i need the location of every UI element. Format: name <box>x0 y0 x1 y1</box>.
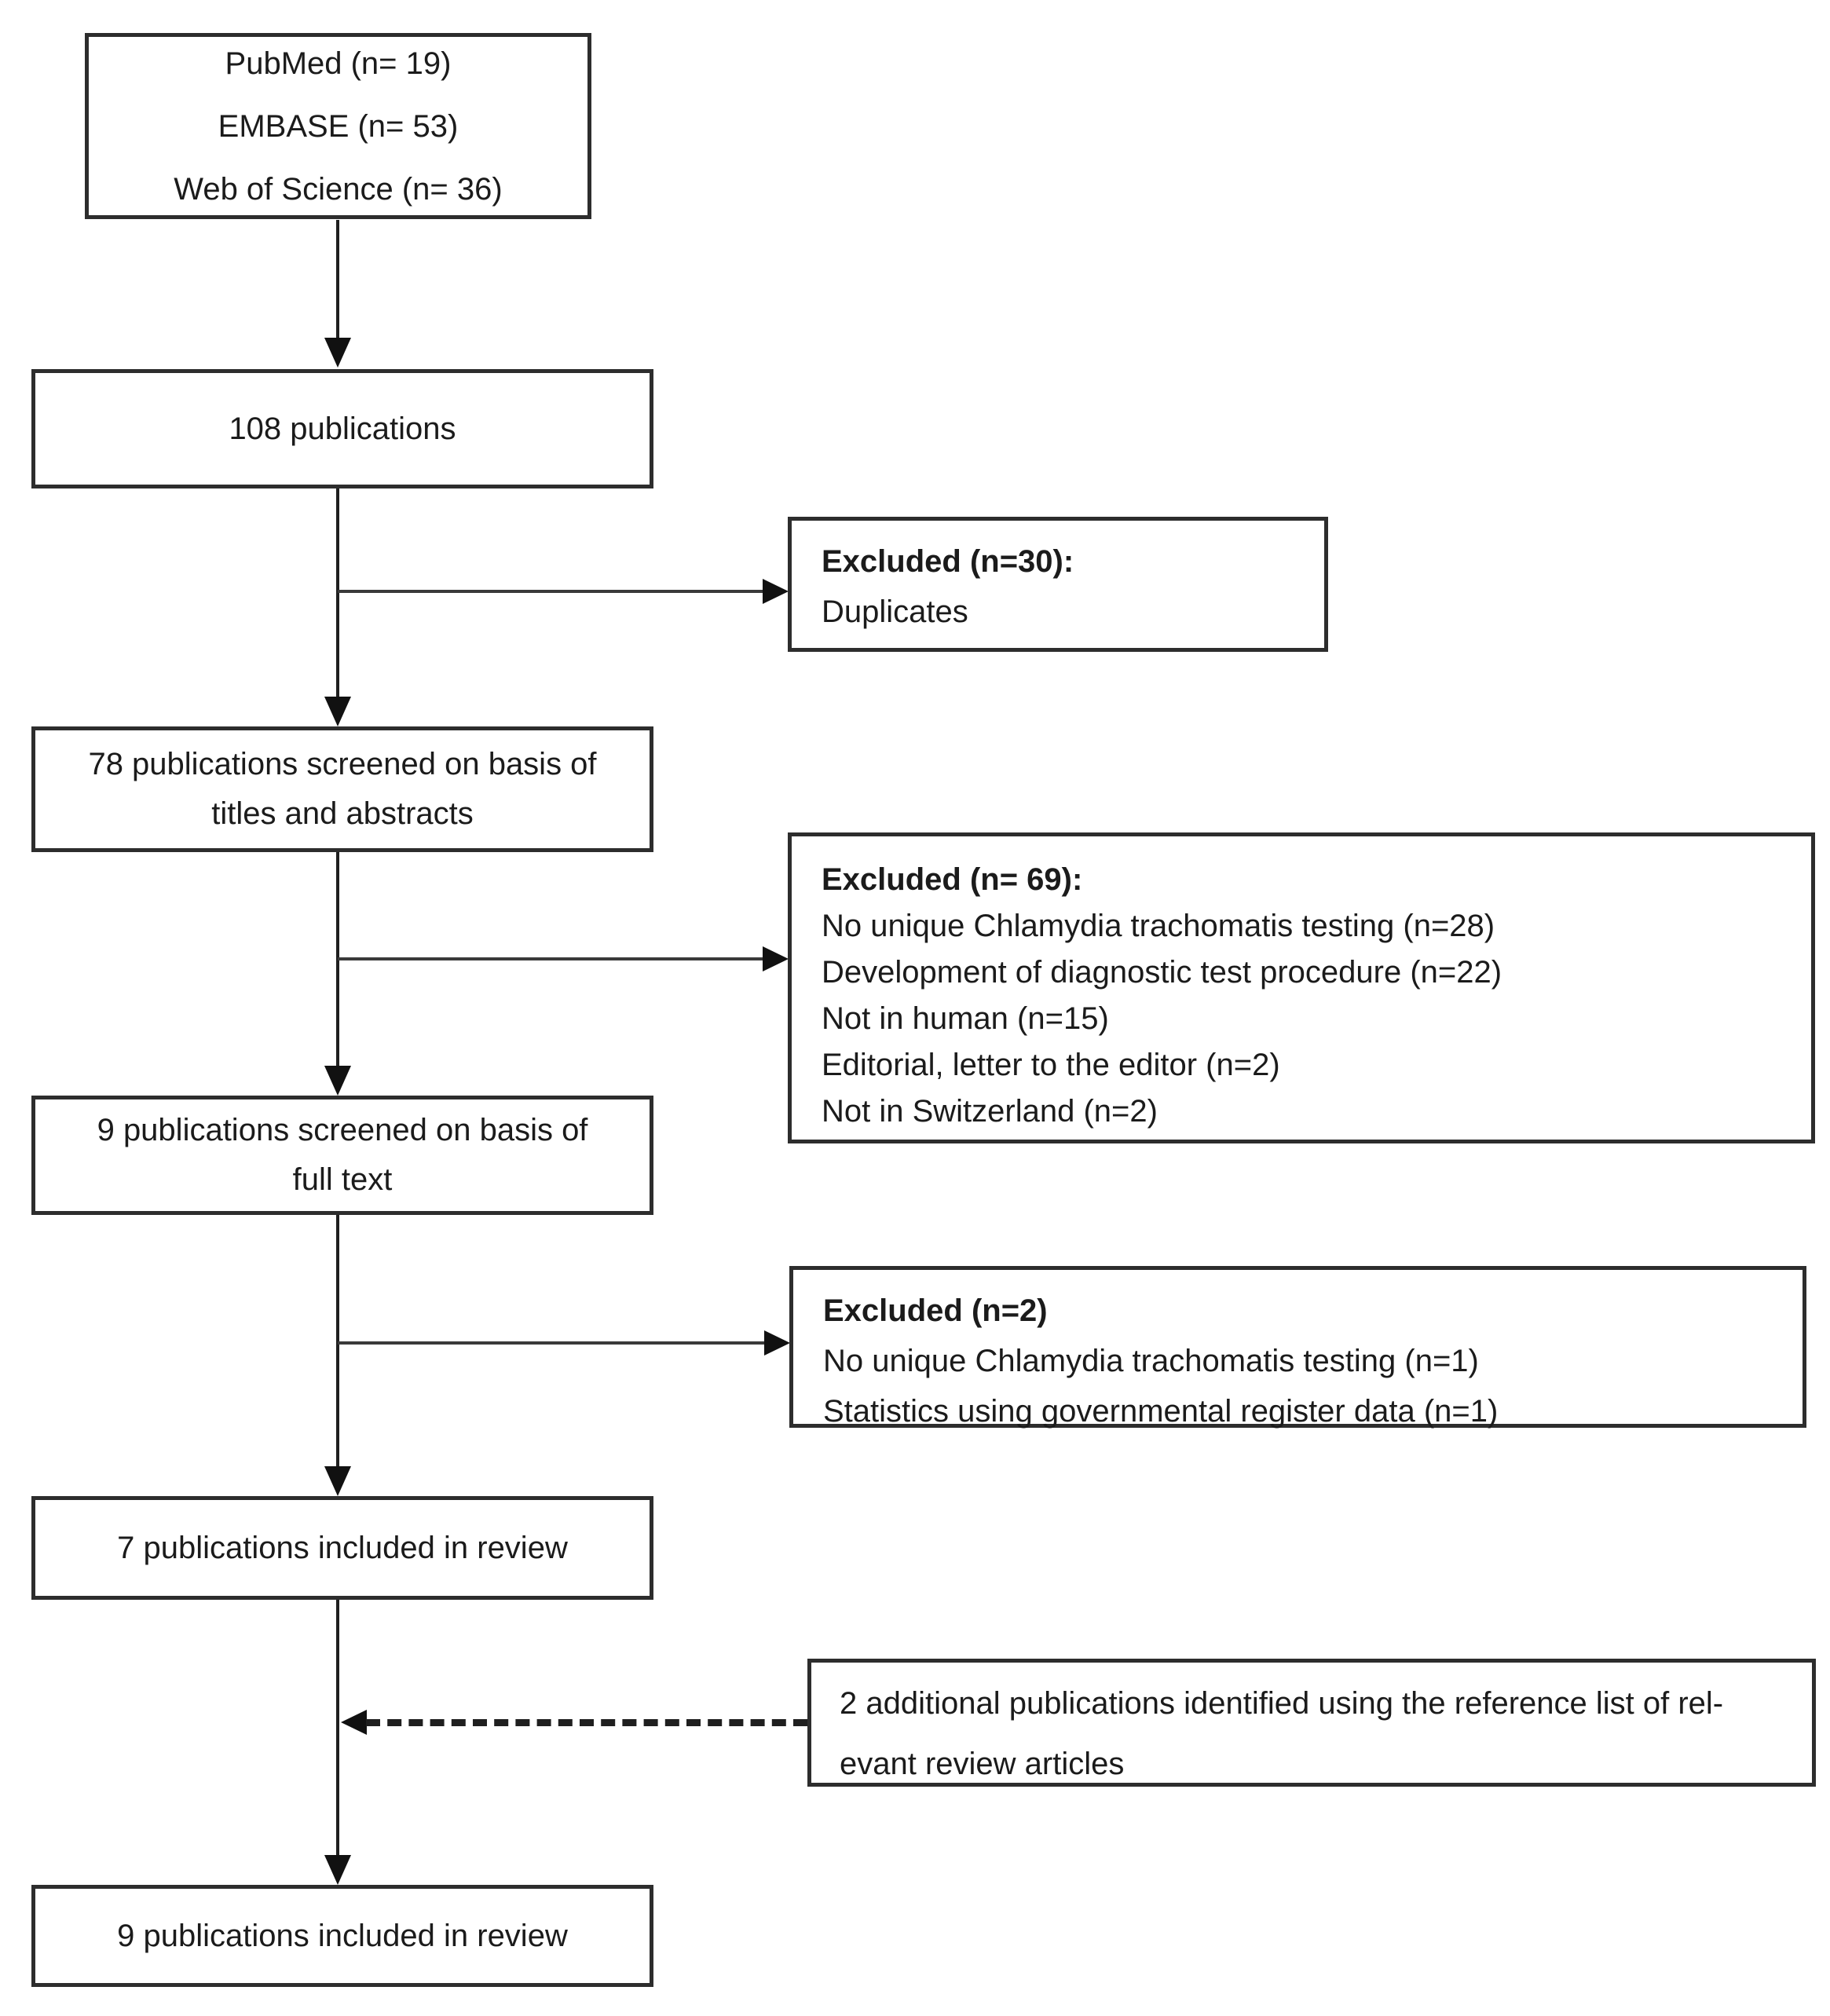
excluded-titles-item-2: Development of diagnostic test procedure… <box>822 955 1502 990</box>
excluded-titles-item-4: Editorial, letter to the editor (n=2) <box>822 1048 1280 1082</box>
final-included-text: 9 publications included in review <box>117 1918 568 1953</box>
screened-titles-line1: 78 publications screened on basis of <box>88 747 597 781</box>
arrow-line-sources-to-identified <box>336 220 339 342</box>
arrowhead-right-excluded-titles <box>763 946 789 971</box>
excluded-titles-item-1: No unique Chlamydia trachomatis testing … <box>822 909 1495 943</box>
sources-line-pubmed: PubMed (n= 19) <box>225 46 452 81</box>
branch-line-excluded-duplicates <box>338 590 764 593</box>
included-review-text: 7 publications included in review <box>117 1530 568 1565</box>
arrowhead-right-excluded-duplicates <box>763 579 789 604</box>
excluded-duplicates-item: Duplicates <box>822 595 968 629</box>
branch-line-excluded-titles <box>338 957 764 960</box>
arrowhead-down-screened-fulltext <box>324 1066 351 1096</box>
excluded-titles-item-5: Not in Switzerland (n=2) <box>822 1094 1158 1129</box>
excluded-titles-box: Excluded (n= 69): No unique Chlamydia tr… <box>788 832 1815 1143</box>
identified-box: 108 publications <box>31 369 653 488</box>
excluded-duplicates-box: Excluded (n=30): Duplicates <box>788 517 1328 652</box>
arrow-line-identified-to-screened <box>336 488 339 698</box>
excluded-fulltext-box: Excluded (n=2) No unique Chlamydia trach… <box>789 1266 1806 1429</box>
arrowhead-left-additional-refs <box>341 1710 367 1735</box>
sources-line-wos: Web of Science (n= 36) <box>174 171 503 207</box>
arrowhead-down-final <box>324 1855 351 1885</box>
screened-fulltext-line2: full text <box>292 1162 393 1197</box>
branch-line-excluded-fulltext <box>338 1341 766 1345</box>
additional-refs-box: 2 additional publications identified usi… <box>807 1659 1816 1787</box>
arrowhead-down-identified <box>324 338 351 368</box>
excluded-fulltext-item-1: No unique Chlamydia trachomatis testing … <box>823 1344 1479 1378</box>
sources-line-embase: EMBASE (n= 53) <box>218 108 459 144</box>
screened-titles-line2: titles and abstracts <box>211 796 474 831</box>
arrowhead-right-excluded-fulltext <box>764 1330 790 1356</box>
screened-titles-box: 78 publications screened on basis of tit… <box>31 726 653 852</box>
additional-refs-line2: evant review articles <box>840 1747 1125 1781</box>
additional-refs-line1: 2 additional publications identified usi… <box>840 1686 1724 1721</box>
final-included-box: 9 publications included in review <box>31 1885 653 1987</box>
arrowhead-down-included <box>324 1466 351 1496</box>
arrow-line-included-to-final <box>336 1600 339 1857</box>
excluded-titles-item-3: Not in human (n=15) <box>822 1001 1109 1036</box>
identified-text: 108 publications <box>229 411 456 446</box>
arrowhead-down-screened-titles <box>324 697 351 726</box>
excluded-fulltext-item-2: Statistics using governmental register d… <box>823 1394 1499 1429</box>
screened-fulltext-box: 9 publications screened on basis of full… <box>31 1096 653 1215</box>
excluded-fulltext-title: Excluded (n=2) <box>823 1293 1048 1328</box>
sources-box: PubMed (n= 19) EMBASE (n= 53) Web of Sci… <box>85 33 591 219</box>
included-review-box: 7 publications included in review <box>31 1496 653 1600</box>
excluded-titles-title: Excluded (n= 69): <box>822 862 1083 897</box>
dashed-line-additional-refs <box>366 1719 807 1726</box>
excluded-duplicates-title: Excluded (n=30): <box>822 544 1074 579</box>
screened-fulltext-line1: 9 publications screened on basis of <box>97 1113 588 1147</box>
